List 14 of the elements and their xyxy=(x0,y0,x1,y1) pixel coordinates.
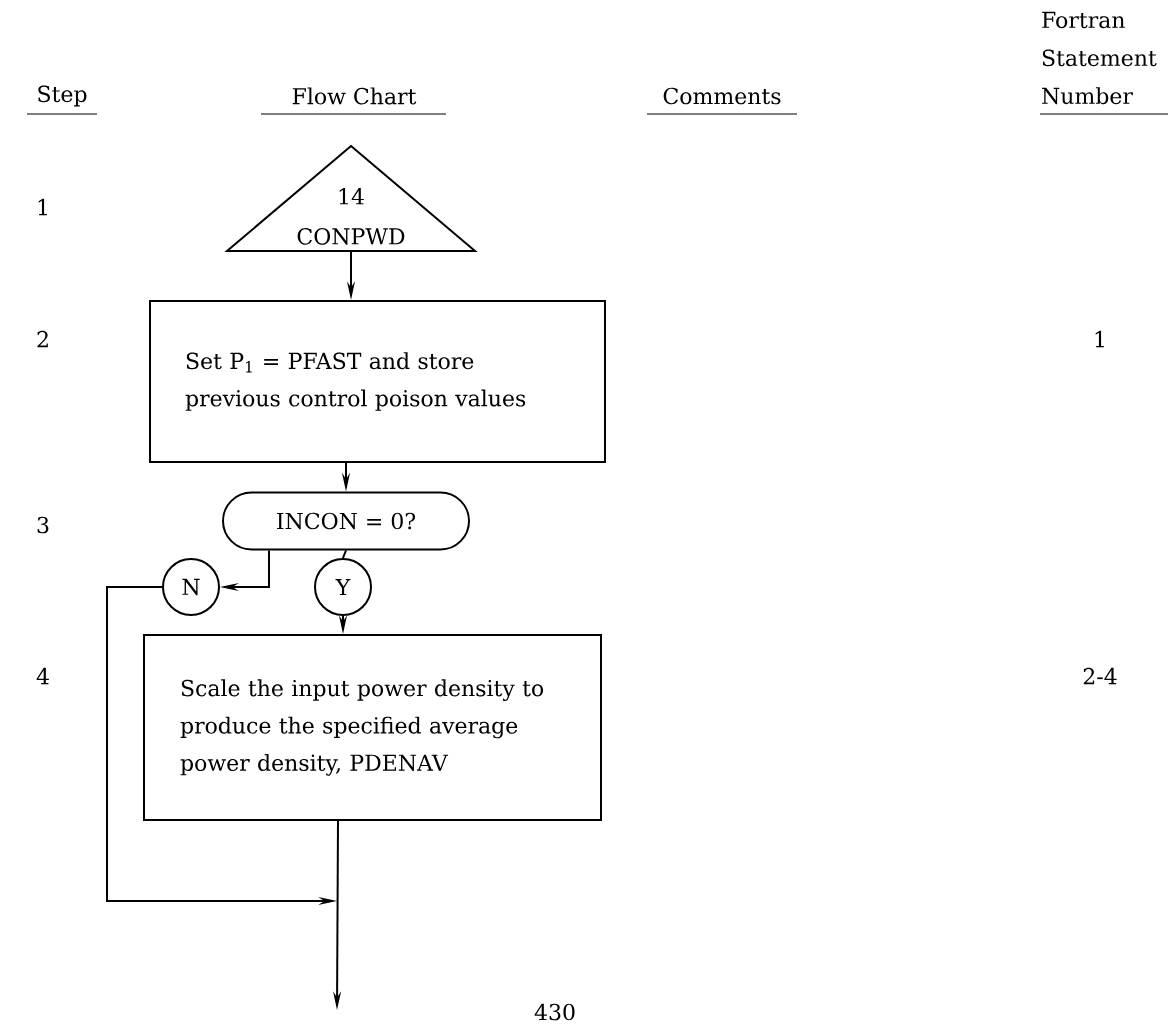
column-header: Comments xyxy=(646,87,798,115)
row-number: 1 xyxy=(1095,330,1104,348)
row-number: 2-4 xyxy=(1083,667,1117,685)
column-header: Flow Chart xyxy=(260,87,447,115)
row-number: 1 xyxy=(38,198,47,216)
process-box: Scale the input power density to produce the specified average power density, PDENAV xyxy=(143,634,602,821)
column-header: Step xyxy=(26,85,98,115)
page-number: 430 xyxy=(534,1003,575,1021)
row-number: 4 xyxy=(36,667,49,685)
column-header: Fortran Statement Number xyxy=(1039,11,1169,115)
row-number: 3 xyxy=(37,516,49,534)
decision-terminal: INCON = 0? xyxy=(222,491,470,551)
row-number: 2 xyxy=(37,330,48,348)
process-box: Set P$_{1}$ = PFAST and store previous control poison values xyxy=(149,300,606,463)
